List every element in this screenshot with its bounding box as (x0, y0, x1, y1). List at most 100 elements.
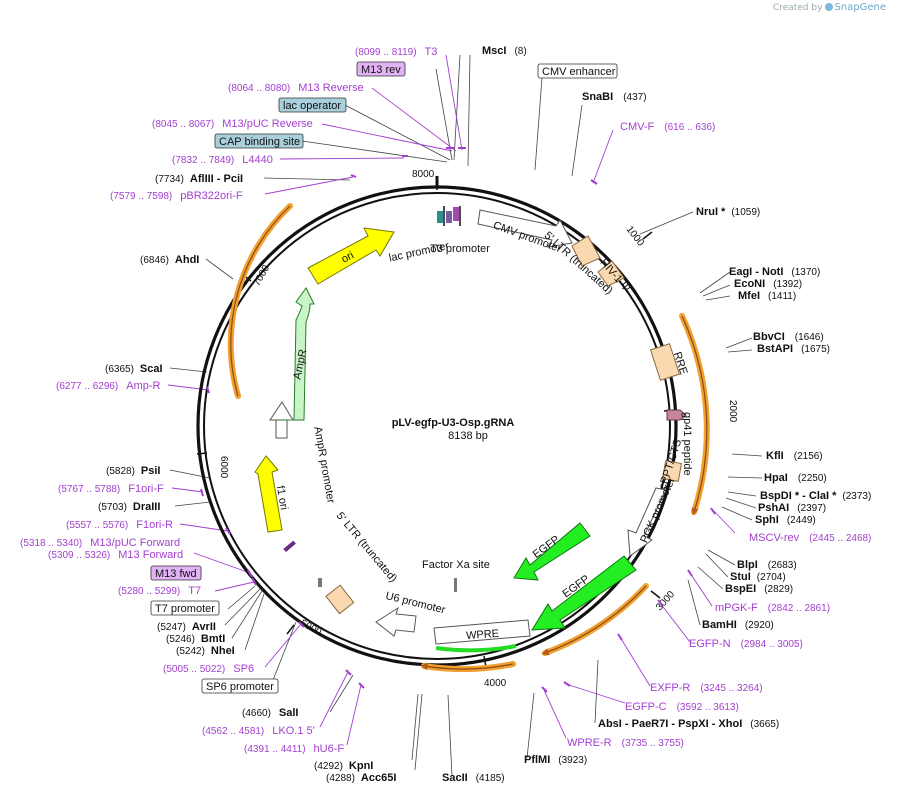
site-ahdI: (6846)AhdI (140, 254, 199, 266)
site-acc65I: (4288)Acc65I (326, 772, 396, 784)
site-pshaI: PshAI(2397) (758, 502, 826, 514)
restriction-sites: MscI(8) SnaBI(437) NruI *(1059) EagI - N… (98, 45, 871, 784)
site-scaI: (6365)ScaI (105, 363, 163, 375)
site-blpI: BlpI(2683) (737, 559, 797, 571)
cmv-promoter-arrow (477, 209, 573, 248)
ltr-small-glyph (318, 578, 322, 587)
rre-box (649, 343, 681, 381)
site-nruI: NruI *(1059) (696, 206, 760, 218)
site-eagI-notI: EagI - NotI(1370) (729, 266, 820, 278)
label-factor-xa: Factor Xa site (422, 559, 490, 571)
site-avrII: (5247)AvrII (157, 621, 216, 633)
site-stuI: StuI(2704) (730, 571, 786, 583)
gp41-peptide-glyph (666, 409, 687, 421)
site-bbvcI: BbvCI(1646) (753, 331, 824, 343)
box-sp6-promoter: SP6 promoter (206, 681, 274, 693)
site-absI-xhoI: AbsI - PaeR7I - PspXI - XhoI(3665) (598, 718, 779, 730)
primer-egfp-c: EGFP-C(3592 .. 3613) (625, 701, 739, 713)
tick-label-1000: 1000 (624, 224, 647, 249)
site-sphI: SphI(2449) (755, 514, 816, 526)
wpre-box (433, 619, 531, 645)
box-cap-binding-site: CAP binding site (219, 136, 300, 148)
primer-cmv-f: CMV-F(616 .. 636) (620, 121, 715, 133)
site-snabI: SnaBI(437) (582, 91, 647, 103)
site-psiI: (5828)PsiI (106, 465, 160, 477)
wpre-green-bar (435, 644, 517, 653)
primer-l4440: (7832 .. 7849)L4440 (172, 154, 273, 166)
pgk-promoter-arrow (627, 487, 667, 557)
primer-sp6: (5005 .. 5022)SP6 (163, 663, 254, 675)
primer-m13-puc-forward: (5318 .. 5340)M13/pUC Forward (20, 537, 180, 549)
site-bmtI: (5246)BmtI (166, 633, 225, 645)
site-bstapI: BstAPI(1675) (757, 343, 830, 355)
site-hpaI: HpaI(2250) (764, 472, 827, 484)
tick-label-2000: 2000 (727, 400, 738, 423)
site-mscI: MscI(8) (482, 45, 527, 57)
label-ori: ori (340, 249, 356, 265)
tick-label-6000: 6000 (218, 456, 229, 479)
site-bspdI-claI: BspDI * - ClaI *(2373) (760, 490, 871, 502)
site-econI: EcoNI(1392) (734, 278, 802, 290)
site-bspeI: BspEI(2829) (725, 583, 793, 595)
snapgene-logo-icon (825, 3, 834, 11)
backbone-inner-strand (203, 192, 671, 660)
primer-m13-puc-reverse: (8045 .. 8067)M13/pUC Reverse (152, 118, 313, 130)
cppt-cts-box (661, 460, 683, 482)
ori-arrow (307, 227, 395, 285)
egfp-arrow-2 (531, 555, 637, 631)
label-ampr-promoter: AmpR promoter (311, 426, 336, 505)
site-kpnI: (4292)KpnI (314, 760, 373, 772)
feature-m13-block (453, 207, 459, 221)
egfp-arrow-1 (513, 522, 591, 581)
box-m13-rev: M13 rev (361, 64, 401, 76)
primer-egfp-n: EGFP-N(2984 .. 3005) (689, 638, 803, 650)
feature-glyphs (254, 206, 687, 645)
site-nheI: (5242)NheI (176, 645, 235, 657)
site-salI: (4660)SalI (242, 707, 298, 719)
site-draIII: (5703)DraIII (98, 501, 160, 513)
label-t3-promoter: T3 promoter (430, 243, 490, 255)
box-t7-promoter: T7 promoter (155, 603, 215, 615)
site-leader-lines (169, 54, 763, 777)
primer-m13-forward: (5309 .. 5326)M13 Forward (48, 549, 183, 561)
primer-labels: (8099 .. 8119)T3 (8064 .. 8080)M13 Rever… (20, 46, 871, 755)
primer-amp-r: (6277 .. 6296)Amp-R (56, 380, 161, 392)
hiv-psi-box (597, 260, 625, 287)
u6-promoter-arrow (375, 606, 417, 637)
ltr-3-box (325, 584, 355, 615)
primer-pbr322ori-f: (7579 .. 7598)pBR322ori-F (110, 190, 243, 202)
feature-cap-block (446, 211, 452, 223)
box-lac-operator: lac operator (283, 100, 341, 112)
plasmid-size: 8138 bp (448, 430, 488, 442)
f1-ori-arrow (254, 455, 283, 533)
boxed-labels: M13 rev lac operator CAP binding site CM… (150, 61, 618, 694)
primer-f1ori-r: (5557 .. 5576)F1ori-R (66, 519, 173, 531)
site-sacII: SacII(4185) (442, 772, 505, 784)
ampr-arrow (276, 287, 315, 421)
site-mfeI: MfeI(1411) (738, 290, 796, 302)
primer-f1ori-f: (5767 .. 5788)F1ori-F (58, 483, 164, 495)
primer-exfp-r: EXFP-R(3245 .. 3264) (650, 682, 763, 694)
t7-sp6-glyph (283, 540, 296, 553)
site-bamhI: BamHI(2920) (702, 619, 774, 631)
primer-t3: (8099 .. 8119)T3 (355, 46, 437, 58)
label-gp41-peptide: gp41 peptide (681, 412, 693, 476)
site-kflI: KflI(2156) (766, 450, 823, 462)
box-m13-fwd: M13 fwd (155, 568, 197, 580)
label-wpre: WPRE (466, 628, 500, 642)
tick-label-7000: 7000 (252, 263, 273, 288)
tick-label-4000: 4000 (484, 678, 507, 689)
primer-lko1-5: (4562 .. 4581)LKO.1 5' (202, 725, 315, 737)
primer-mscv-rev: MSCV-rev(2445 .. 2468) (749, 532, 871, 544)
site-pflmI: PflMI(3923) (524, 754, 587, 766)
ltr-5-box (571, 235, 601, 267)
primer-wpre-r: WPRE-R(3735 .. 3755) (567, 737, 684, 749)
primer-mpgk-f: mPGK-F(2842 .. 2861) (715, 602, 830, 614)
snapgene-brand-text: SnapGene (834, 2, 886, 13)
label-f1-ori: f1 ori (274, 485, 290, 511)
plasmid-name: pLV-egfp-U3-Osp.gRNA (392, 417, 515, 429)
primer-m13-reverse: (8064 .. 8080)M13 Reverse (228, 82, 364, 94)
